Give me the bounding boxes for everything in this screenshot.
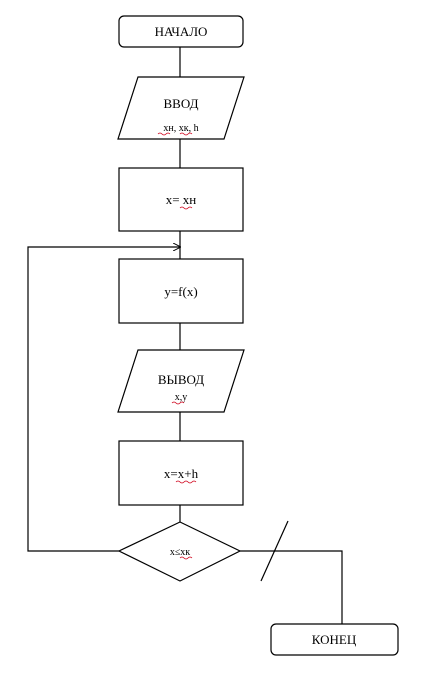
output-label: ВЫВОД xyxy=(158,372,204,387)
connector-check-end xyxy=(240,550,343,624)
output-params-spellcheck xyxy=(171,401,185,405)
condition-spellcheck xyxy=(179,556,193,560)
loop-back-arrow xyxy=(27,247,180,552)
input-params-spellcheck xyxy=(157,132,193,136)
condition-decision: x≤xк xyxy=(117,521,242,582)
step-label: x=x+h xyxy=(164,466,199,481)
init-process: x= xн xyxy=(118,167,244,232)
function-label: y=f(x) xyxy=(164,284,197,299)
end-terminal: КОНЕЦ xyxy=(270,623,399,656)
input-label: ВВОД xyxy=(164,96,199,111)
end-label: КОНЕЦ xyxy=(312,632,357,647)
connectors xyxy=(27,47,343,624)
init-spellcheck xyxy=(179,206,193,210)
start-label: НАЧАЛО xyxy=(155,24,208,39)
output-params: x,y xyxy=(175,392,188,403)
output-parallelogram: ВЫВОД x,y xyxy=(117,349,245,413)
input-params: xн, xк, h xyxy=(163,123,198,134)
step-process: x=x+h xyxy=(118,440,244,506)
init-label: x= xн xyxy=(166,192,197,207)
step-spellcheck xyxy=(175,480,197,484)
function-process: y=f(x) xyxy=(118,258,244,324)
condition-label: x≤xк xyxy=(170,547,190,558)
input-parallelogram: ВВОД xн, xк, h xyxy=(117,76,245,140)
exit-break-mark xyxy=(260,520,289,582)
start-terminal: НАЧАЛО xyxy=(118,15,244,48)
